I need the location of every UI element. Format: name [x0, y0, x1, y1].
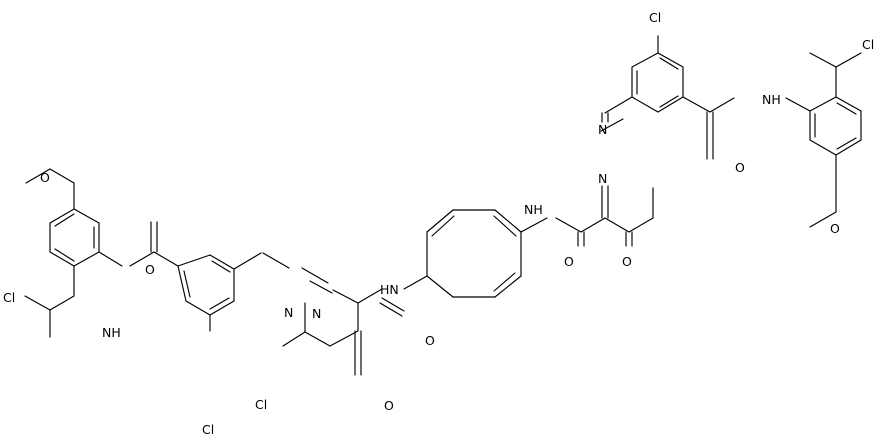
label-nh-center-left: HN [380, 282, 399, 297]
label-n-right-azo-2: N [598, 122, 607, 137]
label-o-right-benzamide: O [735, 160, 745, 175]
label-cl-right-methyl: Cl [862, 37, 874, 52]
label-o-left-methoxy: O [40, 170, 50, 185]
label-o-right-amide-chain: O [564, 254, 574, 269]
central-phenylene-ring [426, 209, 522, 298]
label-cl-right-ring: Cl [649, 10, 661, 25]
label-n-left-azo-2: N [312, 306, 321, 321]
bond-lines [24, 35, 862, 376]
label-o-left-keto: O [384, 398, 394, 413]
atom-labels: Cl O NH O Cl N N O O Cl HN NH O O N N Cl… [3, 10, 874, 436]
label-n-right-azo-1: N [598, 171, 607, 186]
label-nh-left-amide: NH [102, 325, 121, 340]
label-nh-right-amide: NH [762, 92, 781, 107]
label-o-right-methoxy: O [830, 221, 840, 236]
label-cl-left-ring: Cl [202, 422, 214, 436]
label-o-left-amide-chain: O [425, 333, 435, 348]
aryl-ring-right [809, 96, 862, 156]
label-cl-left-chain: Cl [255, 397, 267, 412]
aryl-ring-left [49, 208, 100, 267]
label-nh-center-right: NH [524, 202, 543, 217]
benzamide-ring-right [631, 52, 684, 113]
label-o-right-keto: O [622, 254, 632, 269]
benzamide-ring-left [177, 254, 235, 316]
label-n-left-azo-1: N [284, 305, 293, 320]
label-cl-left-methyl: Cl [3, 290, 15, 305]
label-o-left-amide: O [145, 262, 155, 277]
